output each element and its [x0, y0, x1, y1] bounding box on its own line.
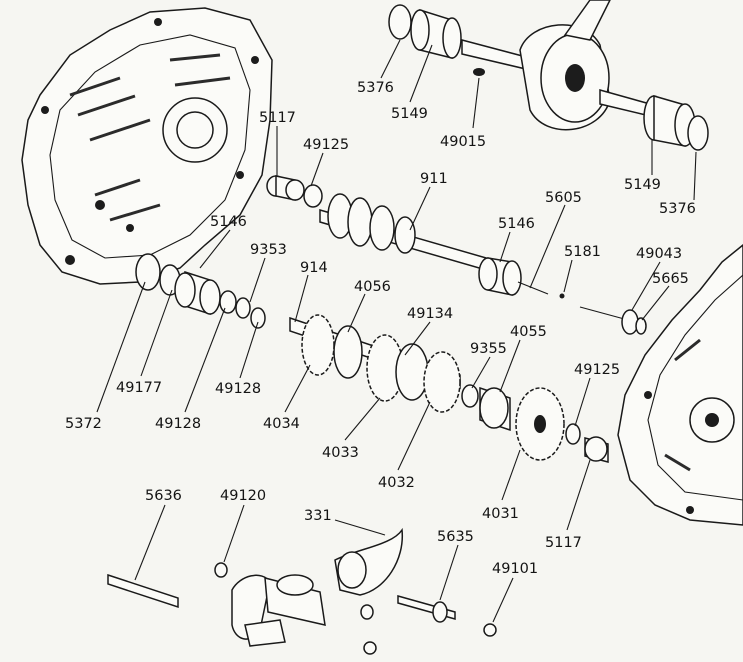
part-label-5149-top: 5149: [391, 106, 428, 122]
upper-gear-shaft: [266, 175, 565, 299]
part-label-5181: 5181: [564, 244, 601, 260]
part-label-49177: 49177: [116, 380, 162, 396]
part-label-5149-right: 5149: [624, 177, 661, 193]
part-label-5636: 5636: [145, 488, 182, 504]
part-label-4056: 4056: [354, 279, 391, 295]
part-label-331: 331: [304, 508, 332, 524]
part-label-49128-left: 49128: [155, 416, 201, 432]
part-label-49120: 49120: [220, 488, 266, 504]
lower-gear-shaft: [135, 253, 609, 463]
part-label-5372: 5372: [65, 416, 102, 432]
part-label-5605: 5605: [545, 190, 582, 206]
part-label-4031: 4031: [482, 506, 519, 522]
part-label-4033: 4033: [322, 445, 359, 461]
part-label-4055: 4055: [510, 324, 547, 340]
part-label-5146-right: 5146: [498, 216, 535, 232]
part-label-5665: 5665: [652, 271, 689, 287]
part-label-5146-left: 5146: [210, 214, 247, 230]
left-crankcase-half: [21, 7, 273, 285]
part-label-9353: 9353: [250, 242, 287, 258]
part-label-49134: 49134: [407, 306, 453, 322]
part-labels: 5376 5149 49015 5149 5376 5117 49125 911…: [65, 80, 696, 577]
part-label-914: 914: [300, 260, 328, 276]
part-label-49043: 49043: [636, 246, 682, 262]
part-label-9355: 9355: [470, 341, 507, 357]
part-label-4034: 4034: [263, 416, 300, 432]
part-label-5117-top: 5117: [259, 110, 296, 126]
part-label-5376-top: 5376: [357, 80, 394, 96]
part-label-49015: 49015: [440, 134, 486, 150]
part-label-5635: 5635: [437, 529, 474, 545]
right-crankcase-half: [617, 244, 743, 526]
shifter-bolt: [579, 306, 647, 335]
part-label-49101: 49101: [492, 561, 538, 577]
shift-mechanism: [107, 527, 497, 655]
part-label-49125-top: 49125: [303, 137, 349, 153]
part-label-4032: 4032: [378, 475, 415, 491]
part-label-5117-right: 5117: [545, 535, 582, 551]
crankshaft-assembly: [388, 0, 709, 151]
leader-lines: [96, 39, 697, 623]
part-label-5376-right: 5376: [659, 201, 696, 217]
part-label-49125-right: 49125: [574, 362, 620, 378]
part-label-49128-mid: 49128: [215, 381, 261, 397]
part-label-911: 911: [420, 171, 448, 187]
